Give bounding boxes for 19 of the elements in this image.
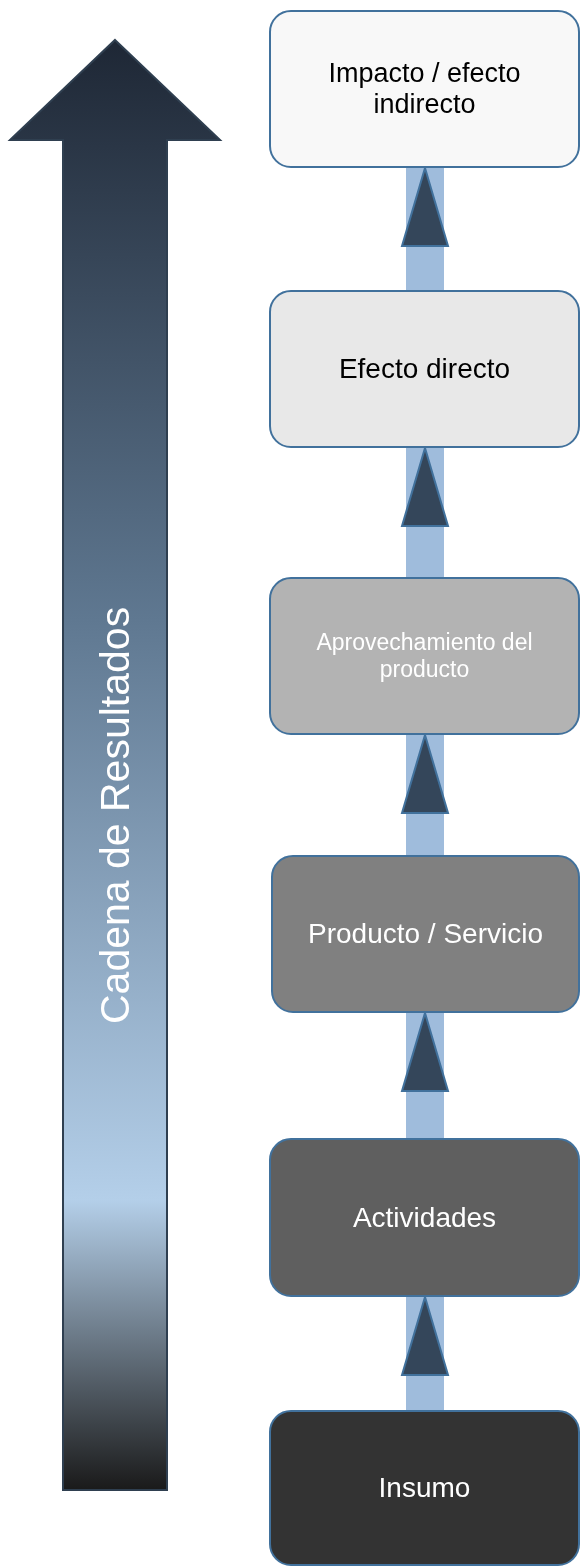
block-arrow xyxy=(401,1012,449,1138)
process-box xyxy=(269,1138,580,1297)
process-box xyxy=(269,577,580,735)
process-box xyxy=(269,1410,580,1566)
block-arrow xyxy=(401,447,449,577)
process-box xyxy=(269,10,580,168)
box-label: Actividades xyxy=(351,1201,498,1234)
box-label: Aprovechamiento del producto xyxy=(315,629,534,683)
box-label: Impacto / efecto indirecto xyxy=(327,58,522,120)
block-arrow xyxy=(401,167,449,290)
box-label: Efecto directo xyxy=(337,353,512,385)
process-box xyxy=(269,290,580,448)
arrow-label: Cadena de Resultados xyxy=(91,605,139,1026)
process-box xyxy=(271,855,580,1013)
block-arrow xyxy=(401,734,449,855)
box-label: Insumo xyxy=(377,1472,472,1504)
box-label: Producto / Servicio xyxy=(307,918,544,950)
block-arrow xyxy=(7,38,223,1491)
block-arrow xyxy=(401,1296,449,1410)
